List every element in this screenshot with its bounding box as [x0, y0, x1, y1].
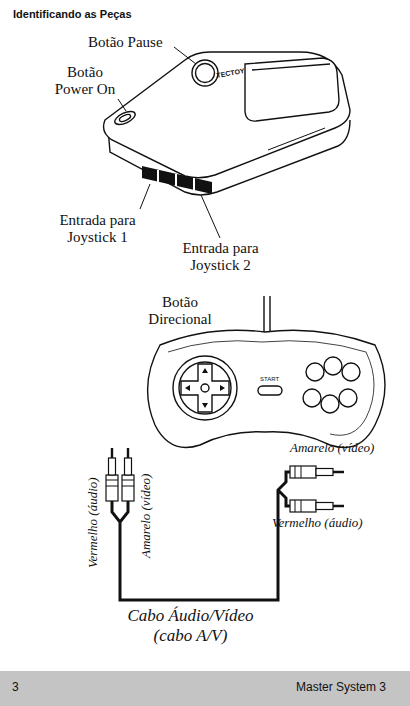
cable-caption: Cabo Áudio/Vídeo (cabo A/V) [108, 606, 273, 645]
button-label: START [260, 376, 279, 383]
part-label: Botão Power On [52, 64, 118, 99]
console-drawing [104, 52, 350, 195]
wire-color-label: Vermelho (áudio) [272, 516, 363, 531]
part-label: Botão Direcional [143, 294, 217, 329]
part-label: Entrada para Joystick 2 [168, 240, 273, 275]
page-number: 3 [12, 681, 19, 695]
joystick-ports [142, 166, 212, 194]
part-label: Entrada para Joystick 1 [45, 212, 150, 247]
page-title: Identificando as Peças [13, 8, 132, 21]
footer-text: Master System 3 [296, 681, 386, 695]
leader-lines [118, 47, 220, 360]
wire-color-label: Amarelo (vídeo) [139, 474, 154, 558]
wire-color-label: Vermelho (áudio) [86, 477, 101, 568]
footer-bar [0, 671, 410, 706]
part-label: Botão Pause [88, 34, 163, 51]
wire-color-label: Amarelo (vídeo) [290, 441, 374, 456]
